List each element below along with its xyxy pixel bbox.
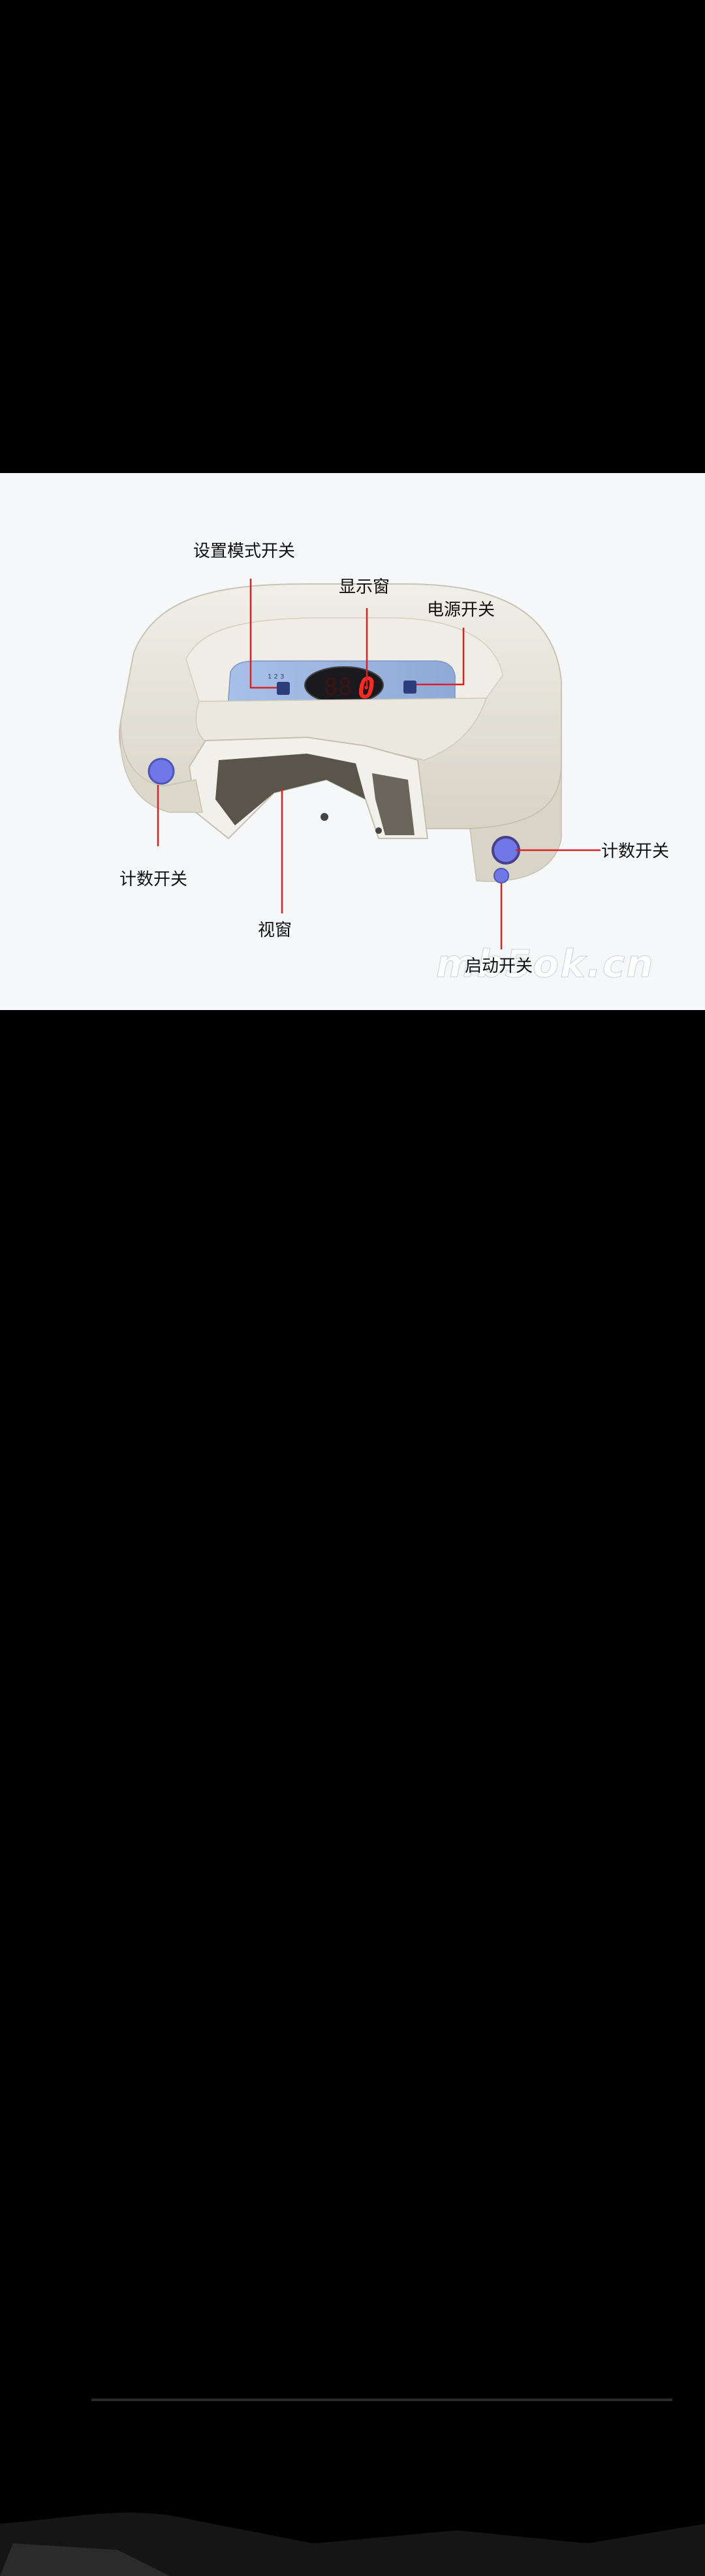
svg-text:88: 88: [324, 674, 352, 701]
watermark: mb5ok.cn: [435, 942, 655, 987]
label-display-window: 显示窗: [339, 577, 390, 597]
front-nose: [195, 698, 488, 761]
right-count-button: [492, 836, 520, 865]
start-button: [494, 868, 509, 883]
svg-text:1 2 3: 1 2 3: [268, 673, 284, 681]
left-wing: [119, 720, 203, 813]
label-count-switch-left: 计数开关: [119, 870, 188, 889]
label-start-switch: 启动开关: [465, 957, 533, 976]
leader-mode-switch: [249, 579, 277, 689]
bottom-black-band: [0, 1010, 705, 2576]
leader-lines: [157, 579, 601, 949]
label-mode-switch: 设置模式开关: [193, 542, 296, 561]
device-illustration: 1 2 3 0 88: [118, 579, 601, 949]
bottom-blurred-artifact: [0, 2399, 705, 2576]
top-black-band: [0, 0, 705, 473]
label-power-switch: 电源开关: [427, 600, 495, 620]
power-switch-slider: [403, 681, 416, 694]
label-view-window: 视窗: [258, 921, 292, 940]
label-count-switch-right: 计数开关: [601, 842, 670, 861]
left-count-button: [148, 758, 175, 785]
device-diagram-photo: 1 2 3 0 88 设置模: [0, 473, 705, 1010]
leader-power-switch: [416, 628, 465, 686]
mode-switch-slider: [277, 682, 290, 695]
